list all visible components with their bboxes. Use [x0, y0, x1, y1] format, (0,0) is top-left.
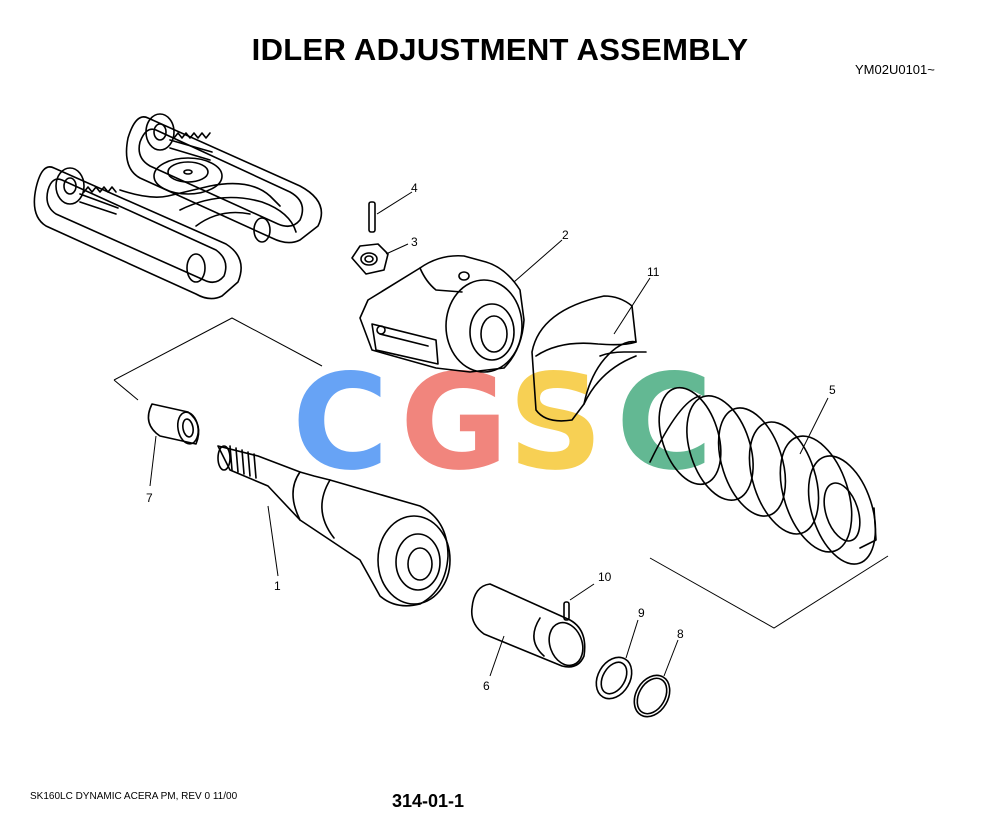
callout-2: 2	[562, 228, 569, 242]
spring-leader-bracket	[649, 555, 889, 629]
undercarriage-frame	[33, 113, 323, 300]
part-8-ring	[633, 639, 679, 718]
part-2-bracket	[359, 239, 563, 373]
callout-7: 7	[146, 491, 153, 505]
part-5-spring	[649, 386, 877, 565]
bushing-leader-bracket	[113, 317, 323, 401]
part-6-sleeve	[470, 583, 586, 677]
watermark-letter-c1: C	[292, 346, 389, 500]
callout-5: 5	[829, 383, 836, 397]
footer-model-revision: SK160LC DYNAMIC ACERA PM, REV 0 11/00	[30, 791, 238, 802]
callout-4: 4	[411, 181, 418, 195]
part-10-pin	[563, 583, 595, 621]
watermark: C G S C	[292, 346, 713, 500]
part-11-retainer	[531, 277, 651, 422]
watermark-letter-s: S	[508, 346, 603, 500]
part-4-pin	[368, 191, 413, 233]
part-9-ring	[595, 619, 639, 700]
callout-9: 9	[638, 606, 645, 620]
callout-1: 1	[274, 579, 281, 593]
watermark-letter-c2: C	[616, 346, 713, 500]
callout-11: 11	[647, 265, 660, 279]
callout-10: 10	[598, 570, 612, 584]
callout-3: 3	[411, 235, 418, 249]
page-title: IDLER ADJUSTMENT ASSEMBLY	[251, 32, 749, 67]
part-3-nut	[351, 243, 409, 275]
callout-6: 6	[483, 679, 490, 693]
part-7-bushing	[147, 403, 200, 487]
document-code: YM02U0101~	[855, 62, 935, 77]
page-number: 314-01-1	[392, 791, 465, 811]
callout-8: 8	[677, 627, 684, 641]
part-1-rod	[217, 445, 451, 607]
